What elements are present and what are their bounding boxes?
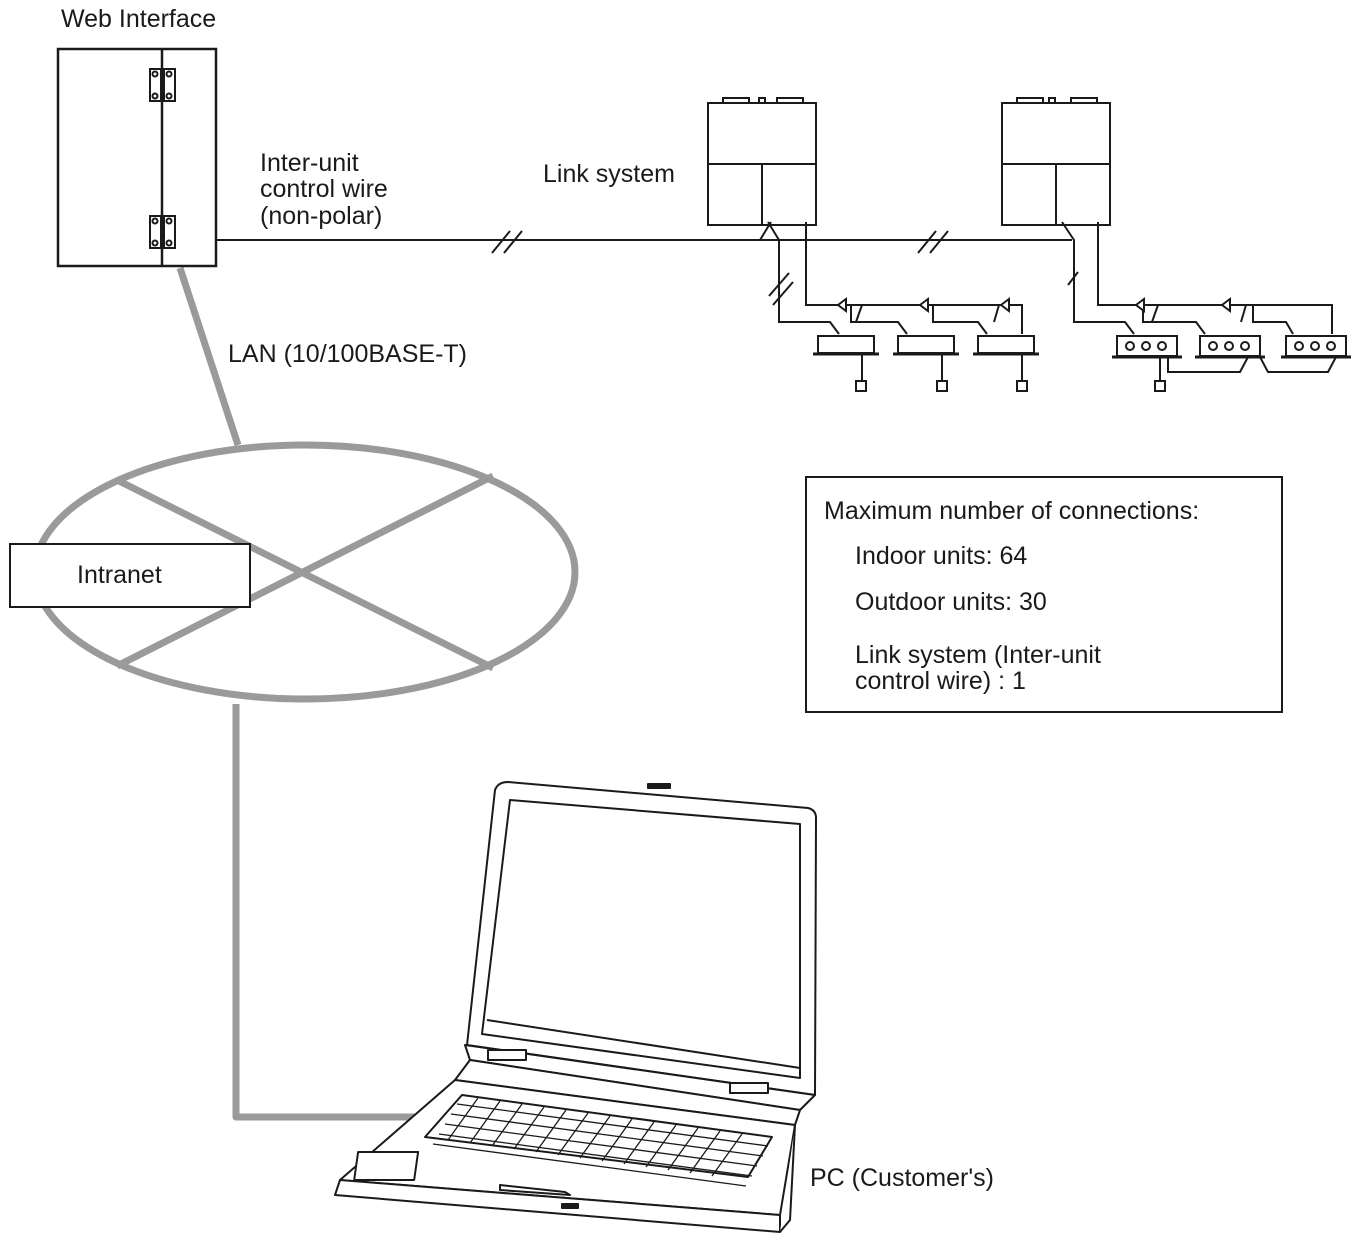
touchpad-icon [353,1151,420,1181]
pc-label: PC (Customer's) [810,1164,994,1192]
control-wire [216,230,1072,254]
hinge-bottom-icon [149,215,176,249]
lan-cable-intranet-to-pc [232,704,420,1121]
control-wire-label: Inter-unit control wire (non-polar) [260,149,388,230]
link-system-limit: Link system (Inter-unit control wire) : … [855,641,1101,696]
indoor-system-1 [759,221,1039,392]
keyboard-keys-icon [432,1097,769,1187]
outdoor-units-limit: Outdoor units: 30 [855,588,1047,616]
link-system-label: Link system [543,160,675,188]
max-connections-box: Maximum number of connections: Indoor un… [805,476,1283,713]
web-interface-label: Web Interface [61,5,217,33]
intranet-label: Intranet [77,561,162,589]
lan-cable-web-to-intranet [176,266,242,447]
indoor-units-limit: Indoor units: 64 [855,542,1028,570]
intranet-box: Intranet [9,543,251,608]
intranet-cross-b [115,472,495,670]
outdoor-unit-2 [1001,97,1111,226]
hinge-top-icon [149,68,176,102]
indoor-system-2 [1061,221,1351,392]
lan-label: LAN (10/100BASE-T) [228,340,467,368]
max-connections-heading: Maximum number of connections: [824,497,1200,525]
outdoor-unit-1 [707,97,817,226]
web-interface-unit [56,47,218,268]
laptop-icon [334,781,817,1233]
